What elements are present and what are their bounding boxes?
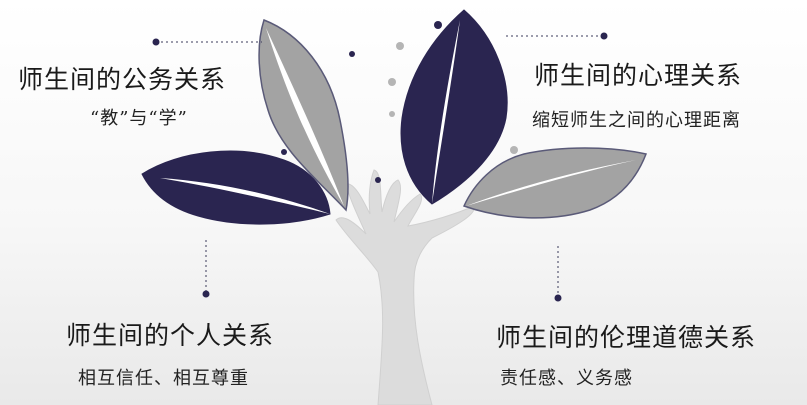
branch-public-subtitle: “教”与“学” bbox=[90, 108, 188, 129]
decor-dot bbox=[434, 21, 442, 29]
decor-dot bbox=[510, 146, 518, 154]
tree-trunk bbox=[335, 169, 475, 405]
branch-ethics-subtitle: 责任感、义务感 bbox=[500, 368, 633, 389]
branch-public-title: 师生间的公务关系 bbox=[18, 65, 227, 94]
leaf-left bbox=[141, 150, 331, 225]
decor-dot bbox=[349, 51, 355, 57]
leaf-right bbox=[462, 147, 648, 219]
branch-personal-title: 师生间的个人关系 bbox=[66, 321, 275, 350]
branch-psych-subtitle: 缩短师生之间的心理距离 bbox=[532, 110, 741, 131]
connector-dot bbox=[600, 32, 608, 40]
decor-dot bbox=[388, 78, 396, 86]
decor-dot bbox=[281, 149, 287, 155]
decor-dot bbox=[389, 111, 395, 117]
decor-dot bbox=[396, 42, 404, 50]
branch-personal-subtitle: 相互信任、相互尊重 bbox=[78, 368, 249, 389]
connector-dot bbox=[152, 38, 160, 46]
leaf-vein-center bbox=[432, 20, 460, 204]
connector-dot bbox=[202, 290, 210, 298]
branch-psych-title: 师生间的心理关系 bbox=[534, 61, 743, 90]
leaf-center bbox=[400, 9, 508, 205]
connector-dot bbox=[554, 294, 562, 302]
decor-dot bbox=[375, 177, 381, 183]
branch-ethics-title: 师生间的伦理道德关系 bbox=[496, 323, 757, 352]
leaf-vein-upper-left bbox=[266, 28, 344, 206]
